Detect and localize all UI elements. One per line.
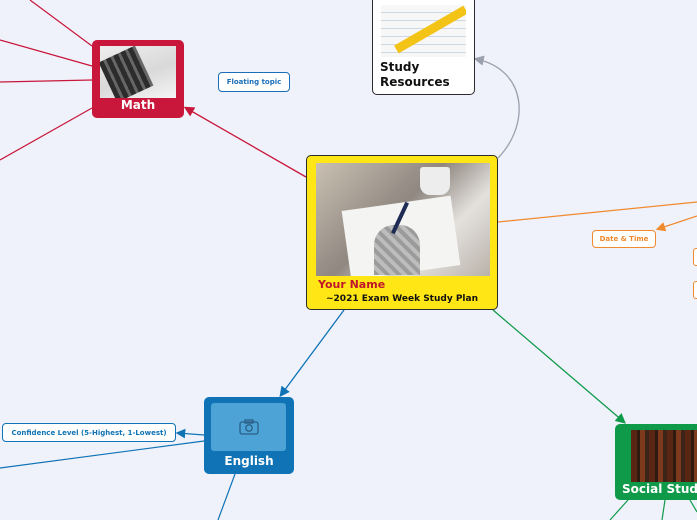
offscreen-topic-stub[interactable] — [693, 248, 697, 266]
link-central-date — [497, 201, 697, 223]
english-label: English — [224, 454, 274, 468]
link-social-sub-2 — [661, 499, 666, 520]
link-math-sub-4 — [0, 107, 93, 161]
math-label: Math — [120, 98, 156, 112]
social-studies-node[interactable]: Social Stud — [615, 424, 697, 500]
calculator-image — [100, 46, 176, 98]
central-subtitle: ~2021 Exam Week Study Plan — [326, 294, 478, 304]
date-time-topic[interactable]: Date & Time — [592, 230, 656, 248]
link-central-english — [279, 309, 345, 398]
books-image — [631, 430, 697, 482]
link-english-sub-left — [0, 440, 205, 469]
study-resources-label: Study Resources — [380, 60, 450, 89]
image-placeholder — [211, 403, 286, 451]
link-central-resources — [473, 55, 520, 159]
link-math-sub-2 — [0, 39, 93, 67]
english-node[interactable]: English — [204, 397, 294, 474]
confidence-level-topic[interactable]: Confidence Level (5-Highest, 1-Lowest) — [2, 423, 176, 442]
link-central-math — [183, 106, 307, 178]
math-node[interactable]: Math — [92, 40, 184, 118]
camera-icon — [238, 419, 259, 435]
study-resources-node[interactable]: Study Resources — [372, 0, 475, 95]
link-date-topic — [655, 215, 697, 232]
pencil-image — [381, 5, 466, 57]
floating-topic[interactable]: Floating topic — [218, 72, 290, 92]
link-social-sub-3 — [689, 499, 697, 513]
link-english-confidence — [175, 428, 205, 439]
studying-image — [316, 163, 490, 276]
link-math-sub-3 — [0, 79, 93, 83]
link-english-sub-down — [217, 473, 236, 520]
offscreen-topic-stub[interactable] — [693, 281, 697, 299]
central-name: Your Name — [318, 278, 386, 291]
link-social-sub-1 — [609, 499, 629, 520]
link-central-social — [492, 309, 626, 424]
social-studies-label: Social Stud — [622, 482, 697, 496]
central-topic[interactable]: Your Name ~2021 Exam Week Study Plan — [306, 155, 498, 310]
link-math-sub-1 — [29, 0, 93, 47]
